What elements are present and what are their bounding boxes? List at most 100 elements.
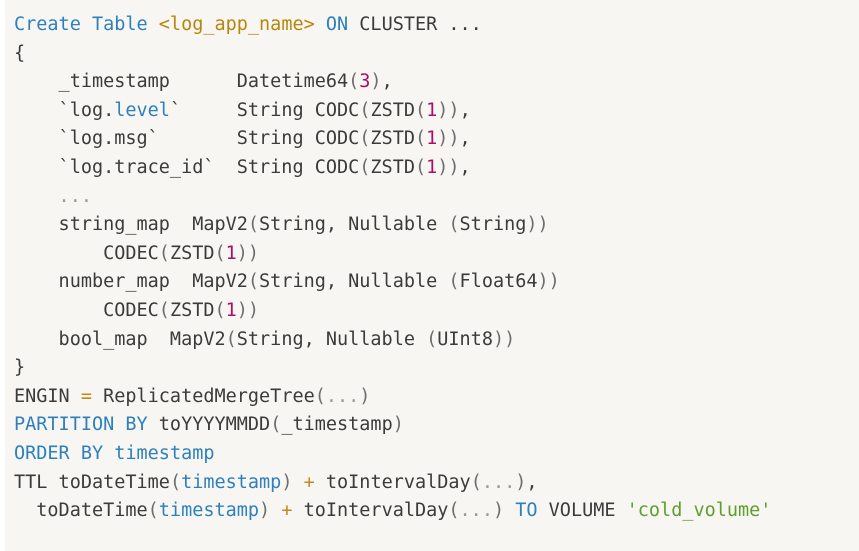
code-token-plain: String, Nullable bbox=[259, 214, 449, 236]
code-token-punct: ( bbox=[225, 328, 237, 350]
code-token-plain: ZSTD bbox=[370, 128, 415, 150]
code-token-operator: + bbox=[281, 500, 293, 522]
code-token-punct: )) bbox=[236, 242, 260, 264]
code-token-plain: toIntervalDay bbox=[292, 500, 449, 522]
code-token-plain: , bbox=[526, 471, 538, 493]
code-token-punct: ) bbox=[259, 500, 271, 522]
code-token-punct: )) bbox=[437, 156, 460, 178]
code-token-plain: CODEC bbox=[14, 242, 159, 264]
code-token-plain bbox=[292, 472, 303, 493]
code-token-ident: timestamp bbox=[114, 442, 215, 464]
code-line: `log.msg` String CODC(ZSTD(1)), bbox=[14, 125, 859, 154]
code-line: number_map MapV2(String, Nullable (Float… bbox=[14, 268, 859, 297]
code-line: { bbox=[14, 40, 859, 69]
code-token-plain: ZSTD bbox=[370, 156, 415, 178]
code-token-punct: ( bbox=[448, 271, 460, 293]
code-token-punct: ( bbox=[414, 128, 427, 150]
code-token-plain: ENGIN bbox=[14, 385, 81, 407]
code-line: Create Table <log_app_name> ON CLUSTER .… bbox=[14, 11, 859, 40]
code-token-punct: )) bbox=[236, 299, 260, 321]
code-token-dim: ... bbox=[14, 185, 92, 207]
code-line: } bbox=[14, 354, 859, 383]
code-token-ident: timestamp bbox=[158, 500, 260, 522]
code-token-punct: ) bbox=[370, 71, 382, 93]
code-token-punct: ( bbox=[448, 214, 460, 236]
code-token-keyword: TO bbox=[515, 500, 538, 522]
code-token-keyword: PARTITION BY bbox=[14, 414, 148, 436]
code-token-number: 1 bbox=[225, 299, 237, 321]
code-token-punct: ( bbox=[414, 156, 427, 178]
code-line: ... bbox=[14, 183, 859, 212]
code-token-plain: number_map MapV2 bbox=[14, 271, 248, 293]
code-line: CODEC(ZSTD(1)) bbox=[14, 297, 859, 326]
code-line: CODEC(ZSTD(1)) bbox=[14, 240, 859, 269]
code-token-plain: { bbox=[14, 42, 26, 64]
code-token-plain: toIntervalDay bbox=[314, 471, 471, 493]
code-line: ENGIN = ReplicatedMergeTree(...) bbox=[14, 383, 859, 412]
code-token-plain bbox=[270, 500, 281, 521]
code-token-keyword: ON bbox=[325, 14, 349, 35]
code-token-operator: = bbox=[80, 385, 92, 407]
code-token-number: 1 bbox=[426, 156, 438, 178]
code-token-dim: ... bbox=[481, 471, 516, 493]
code-line: `log.trace_id` String CODC(ZSTD(1)), bbox=[14, 154, 859, 183]
code-token-punct: ) bbox=[392, 414, 404, 436]
code-token-string: 'cold_volume' bbox=[626, 500, 772, 522]
code-token-plain: ZSTD bbox=[370, 99, 416, 121]
code-token-punct: ) bbox=[281, 471, 293, 493]
code-token-punct: ( bbox=[448, 500, 460, 522]
code-token-ident: timestamp bbox=[181, 471, 282, 493]
code-token-punct: )) bbox=[526, 214, 549, 236]
code-token-plain bbox=[504, 500, 515, 521]
code-token-punct: ( bbox=[158, 299, 170, 321]
code-token-number: 1 bbox=[426, 99, 438, 121]
code-token-plain: String, Nullable bbox=[259, 271, 449, 293]
code-token-punct: )) bbox=[537, 271, 560, 293]
code-lines-container[interactable]: Create Table <log_app_name> ON CLUSTER .… bbox=[0, 11, 859, 526]
code-token-plain: CLUSTER ... bbox=[348, 14, 482, 35]
code-line: _timestamp Datetime64(3), bbox=[14, 68, 859, 97]
code-token-plain: String bbox=[459, 214, 527, 236]
code-token-punct: ( bbox=[359, 156, 371, 178]
code-token-plain: `log. bbox=[14, 99, 115, 121]
code-token-plain: string_map MapV2 bbox=[14, 214, 248, 236]
code-token-plain: , bbox=[459, 99, 471, 121]
code-token-plain: toDateTime bbox=[14, 500, 148, 522]
code-line: string_map MapV2(String, Nullable (Strin… bbox=[14, 211, 859, 240]
code-token-punct: ( bbox=[359, 99, 371, 121]
code-token-plain: _timestamp bbox=[281, 414, 393, 436]
code-token-plain: toYYYYMMDD bbox=[147, 414, 271, 436]
code-token-plain: bool_map MapV2 bbox=[14, 328, 226, 350]
code-token-number: 3 bbox=[359, 71, 371, 93]
code-token-dim: ... bbox=[325, 385, 360, 407]
code-token-punct: ( bbox=[348, 71, 360, 93]
code-token-plain: Float64 bbox=[459, 271, 538, 293]
code-token-plain bbox=[103, 443, 114, 464]
code-token-punct: ( bbox=[270, 414, 282, 436]
code-token-placeholder: <log_app_name> bbox=[158, 14, 315, 35]
code-token-operator: + bbox=[303, 471, 315, 493]
code-token-punct: ( bbox=[169, 471, 182, 493]
code-line: bool_map MapV2(String, Nullable (UInt8)) bbox=[14, 326, 859, 355]
code-token-plain: String, Nullable bbox=[236, 328, 427, 350]
code-token-punct: ) bbox=[492, 500, 505, 522]
code-token-punct: ( bbox=[247, 271, 260, 293]
code-token-punct: )) bbox=[492, 328, 516, 350]
code-token-punct: ( bbox=[147, 500, 159, 522]
code-token-plain: UInt8 bbox=[437, 328, 493, 350]
code-token-plain: _timestamp Datetime64 bbox=[14, 71, 349, 93]
code-token-punct: ( bbox=[359, 128, 371, 150]
code-token-plain: , bbox=[381, 71, 393, 93]
code-token-plain: , bbox=[459, 156, 471, 178]
code-token-plain: CODEC bbox=[14, 299, 159, 321]
code-token-punct: ( bbox=[214, 242, 226, 264]
code-line: PARTITION BY toYYYYMMDD(_timestamp) bbox=[14, 411, 859, 440]
code-token-plain: TTL toDateTime bbox=[14, 471, 170, 493]
code-token-punct: )) bbox=[437, 128, 460, 150]
code-token-plain: } bbox=[14, 357, 26, 379]
code-token-number: 1 bbox=[225, 242, 237, 264]
code-token-plain: `log.msg` String CODC bbox=[14, 128, 360, 150]
code-token-punct: ( bbox=[158, 242, 170, 264]
code-token-punct: ) bbox=[359, 385, 371, 407]
code-line: TTL toDateTime(timestamp) + toIntervalDa… bbox=[14, 469, 859, 498]
